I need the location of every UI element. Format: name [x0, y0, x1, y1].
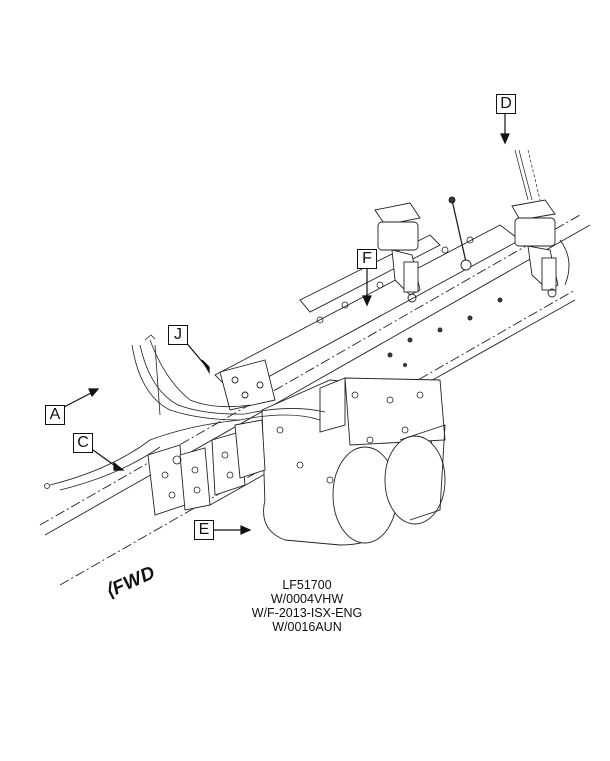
- height-control-rod: [448, 196, 472, 271]
- callout-d: D: [496, 94, 516, 114]
- callout-f: F: [357, 249, 377, 269]
- caption-line: W/0004VHW: [270, 592, 344, 606]
- caption-line: LF51700: [282, 578, 332, 592]
- air-tanks: [263, 424, 446, 546]
- wiring-d: [514, 149, 541, 201]
- caption-line: W/F-2013-ISX-ENG: [251, 606, 363, 620]
- callout-a: A: [45, 405, 65, 425]
- figure-caption: LF51700 W/0004VHW W/F-2013-ISX-ENG W/001…: [232, 578, 382, 634]
- harness-bracket-j: [219, 359, 276, 411]
- leader-arrows: [63, 113, 510, 535]
- callout-c: C: [73, 433, 93, 453]
- callout-j: J: [168, 325, 188, 345]
- wiring-harness: [44, 334, 326, 491]
- caption-line: W/0016AUN: [272, 620, 342, 634]
- air-spring-left: [374, 202, 421, 303]
- left-brackets: [147, 419, 266, 516]
- callout-e: E: [194, 520, 214, 540]
- air-spring-right: [511, 199, 570, 298]
